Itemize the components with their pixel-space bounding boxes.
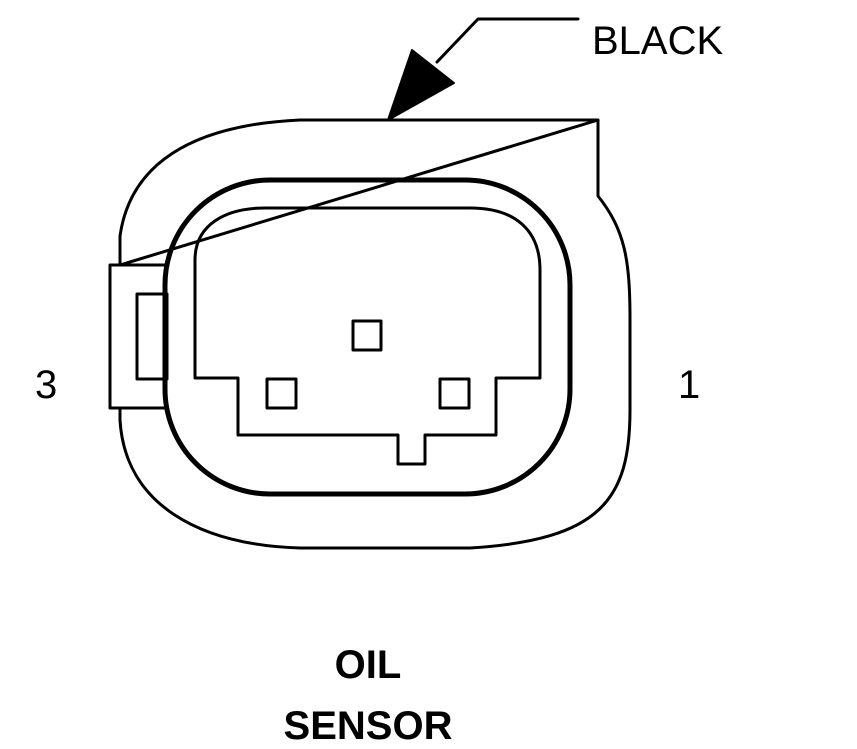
callout-leader-line <box>435 17 580 64</box>
connector-face <box>162 177 573 497</box>
terminal-pin-right <box>438 377 471 410</box>
terminal-cavity-outline <box>193 206 542 466</box>
connector-lock-tab <box>108 263 169 410</box>
connector-housing-outline <box>118 118 632 550</box>
diagram-title-line1: OIL <box>335 643 402 687</box>
diagram-title-line2: SENSOR <box>284 704 453 748</box>
terminal-pin-left <box>265 377 298 410</box>
wire-color-label: BLACK <box>592 19 723 63</box>
terminal-pin-center <box>351 319 383 352</box>
pin-number-right: 1 <box>678 363 700 407</box>
pin-number-left: 3 <box>35 363 57 407</box>
callout-arrowhead <box>387 49 455 121</box>
